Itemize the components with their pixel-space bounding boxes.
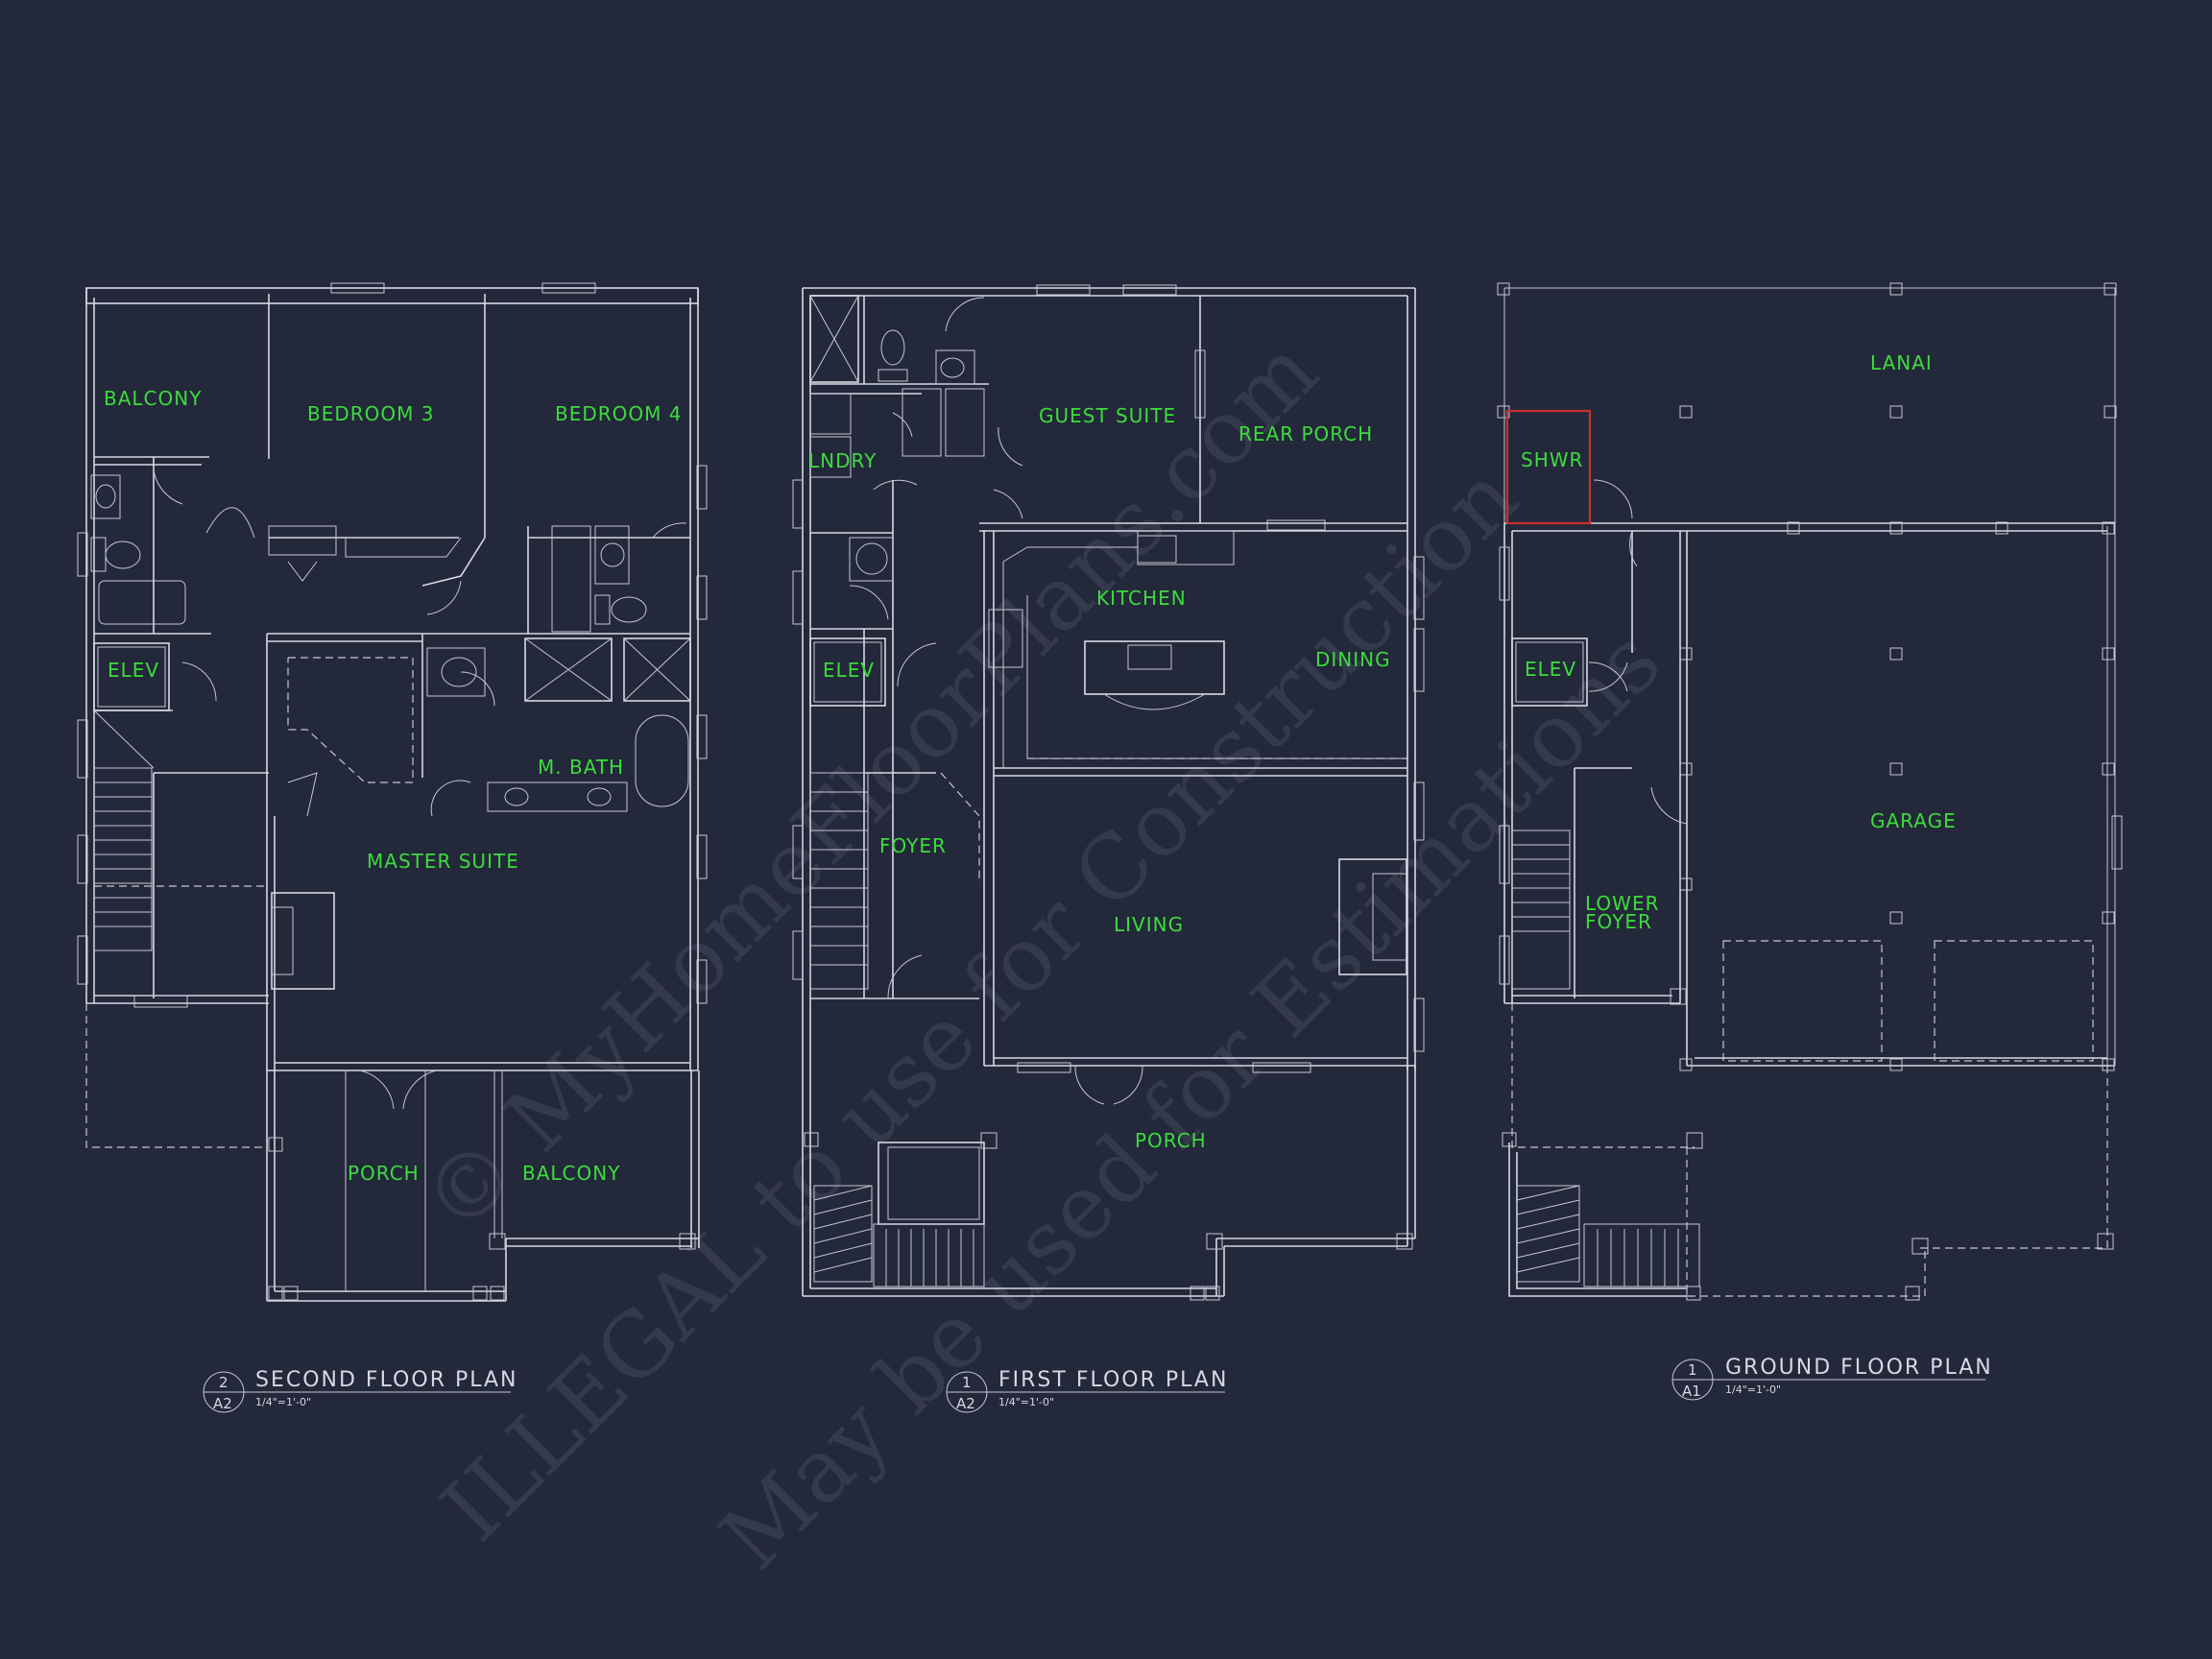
- plan-scale: 1/4"=1'-0": [255, 1396, 311, 1408]
- room-label-lndry: LNDRY: [808, 449, 877, 472]
- room-label-dining: DINING: [1315, 648, 1391, 671]
- plan-title: FIRST FLOOR PLAN: [998, 1368, 1228, 1392]
- detail-number: 2: [219, 1374, 228, 1391]
- room-label-porch: PORCH: [348, 1162, 420, 1185]
- room-label-living: LIVING: [1114, 913, 1184, 936]
- room-label-elev: ELEV: [1525, 658, 1576, 681]
- ground-floor-title-block: 1 A1 GROUND FLOOR PLAN 1/4"=1'-0": [1671, 1356, 1993, 1401]
- ground-floor-room-labels: LANAI SHWR ELEV GARAGE LOWER FOYER: [1521, 351, 1957, 933]
- ground-floor-lanai: [1497, 282, 2117, 419]
- plan-scale: 1/4"=1'-0": [1725, 1383, 1781, 1396]
- second-floor-title-block: 2 A2 SECOND FLOOR PLAN 1/4"=1'-0": [203, 1368, 518, 1413]
- second-floor-plan: BALCONY BEDROOM 3 BEDROOM 4 ELEV M. BATH…: [77, 282, 708, 1413]
- first-floor-room-labels: GUEST SUITE REAR PORCH LNDRY KITCHEN DIN…: [808, 404, 1391, 1152]
- room-label-lanai: LANAI: [1870, 351, 1933, 374]
- room-label-porch: PORCH: [1135, 1129, 1207, 1152]
- room-label-kitchen: KITCHEN: [1096, 587, 1187, 610]
- first-floor-fixtures: [809, 295, 1408, 1105]
- ground-floor-entry-stair: [1502, 1132, 2114, 1301]
- room-label-balcony-bottom: BALCONY: [522, 1162, 620, 1185]
- sheet-number: A2: [213, 1395, 232, 1412]
- first-floor-plan: GUEST SUITE REAR PORCH LNDRY KITCHEN DIN…: [792, 284, 1425, 1413]
- plan-scale: 1/4"=1'-0": [998, 1396, 1054, 1408]
- room-label-guest-suite: GUEST SUITE: [1039, 404, 1176, 427]
- second-floor-room-labels: BALCONY BEDROOM 3 BEDROOM 4 ELEV M. BATH…: [104, 387, 682, 1185]
- ground-floor-fixtures: [1505, 409, 2108, 1249]
- room-label-m-bath: M. BATH: [538, 756, 624, 779]
- first-floor-walls: [792, 284, 1425, 1073]
- detail-number: 1: [962, 1374, 972, 1391]
- room-label-bedroom-3: BEDROOM 3: [307, 402, 434, 425]
- room-label-rear-porch: REAR PORCH: [1238, 422, 1373, 445]
- ground-floor-garage: [1679, 647, 2115, 1062]
- ground-floor-plan: LANAI SHWR ELEV GARAGE LOWER FOYER 1 A1 …: [1497, 282, 2123, 1401]
- room-label-foyer: FOYER: [1585, 910, 1652, 933]
- plan-title: GROUND FLOOR PLAN: [1725, 1356, 1993, 1380]
- first-floor-porch: [802, 998, 1416, 1301]
- sheet-number: A1: [1682, 1382, 1701, 1400]
- plan-title: SECOND FLOOR PLAN: [255, 1368, 518, 1392]
- first-floor-title-block: 1 A2 FIRST FLOOR PLAN 1/4"=1'-0": [946, 1368, 1228, 1413]
- room-label-shwr: SHWR: [1521, 448, 1583, 471]
- shower-highlight: [1505, 409, 1592, 525]
- room-label-garage: GARAGE: [1870, 809, 1957, 832]
- second-floor-fixtures: [90, 469, 691, 1110]
- detail-number: 1: [1688, 1361, 1697, 1379]
- room-label-elev: ELEV: [108, 659, 159, 682]
- second-floor-porch-balcony: [85, 1003, 700, 1302]
- room-label-balcony-top: BALCONY: [104, 387, 202, 410]
- room-label-foyer: FOYER: [879, 834, 947, 857]
- sheet-number: A2: [956, 1395, 975, 1412]
- room-label-bedroom-4: BEDROOM 4: [555, 402, 682, 425]
- room-label-master-suite: MASTER SUITE: [367, 850, 519, 873]
- room-label-elev: ELEV: [823, 659, 875, 682]
- room-label-lower: LOWER: [1585, 892, 1659, 915]
